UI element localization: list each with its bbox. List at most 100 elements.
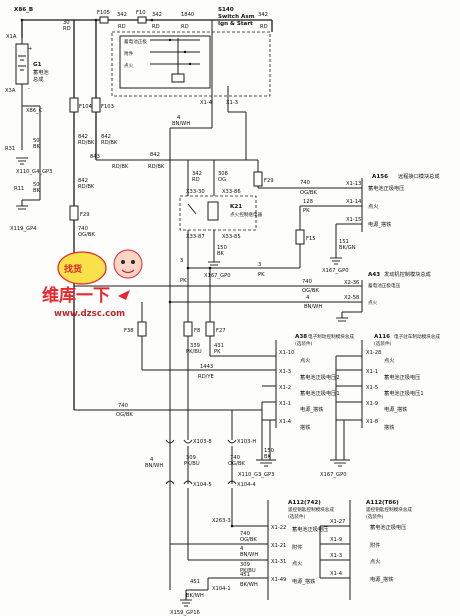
wire-color: RD xyxy=(63,26,71,32)
battery-x3a: X3A xyxy=(5,88,16,94)
a112-id: A112(742) xyxy=(288,500,321,506)
wire-num: 342 xyxy=(152,12,162,18)
battery-r30: R11 xyxy=(14,186,24,192)
fuse-f105: F105 xyxy=(97,10,110,16)
wire-color: OG/BK xyxy=(228,461,245,467)
conn-x104b: X104-5 xyxy=(193,482,212,488)
wire-color: RD/BK xyxy=(78,140,95,146)
a156-ground: X167_GP0 xyxy=(322,268,349,274)
wire-num: 342 xyxy=(192,171,202,177)
a38-pin: X1-10 xyxy=(279,350,294,356)
wire-color: RD/BK xyxy=(148,164,165,170)
a38-label: 搭铁 xyxy=(300,423,310,431)
wire-color: PK xyxy=(303,208,310,214)
wire-color: PK/BU xyxy=(186,349,202,355)
a43-pin1: X2-36 xyxy=(344,280,359,286)
a38-opt: (选装件) xyxy=(295,340,313,347)
a116-opt: (选装件) xyxy=(374,340,392,347)
left-fuse-columns: F104 F103 842 RD/BK 842 RD/BK 843 RD/BK … xyxy=(69,20,262,418)
wire-num: 740 xyxy=(78,226,88,232)
wire-num: 431 xyxy=(214,343,224,349)
a116-label: 电源_搭铁 xyxy=(384,405,407,413)
wire-color: BN/WH xyxy=(304,304,322,310)
fuse-f15: F15 xyxy=(306,236,316,242)
a112b-id: A112(T86) xyxy=(366,500,399,506)
a112b-label: 电源_搭铁 xyxy=(370,575,393,583)
wire-num: 740 xyxy=(118,403,128,409)
a116-pin: X1-9 xyxy=(366,401,378,407)
a112b-pin: X1-27 xyxy=(330,519,345,525)
a116-id: A116 xyxy=(374,334,390,340)
a156-name: 远程接口模块总成 xyxy=(398,172,440,180)
mascot-icon xyxy=(113,249,143,279)
a43-name: 发动机控制模块总成 xyxy=(384,270,431,278)
fuse-f104: F104 xyxy=(79,104,93,110)
a112-pin: X1-21 xyxy=(271,543,286,549)
conn-x263: X263-3 xyxy=(212,518,231,524)
wire-color: RD/YE xyxy=(198,374,214,380)
ground-x119: X119_GP4 xyxy=(10,226,37,232)
fuse-f38: F38 xyxy=(124,328,134,334)
wire-num: 151 xyxy=(339,239,349,245)
relay-label: 点火控制继电器 xyxy=(230,211,263,218)
wire-color: OG/BK xyxy=(240,537,257,543)
switch-line1: Switch Asm xyxy=(218,14,255,20)
wire-color: BK xyxy=(217,251,225,257)
wire-num: 150 xyxy=(264,448,274,454)
a156-pin2: X1-14 xyxy=(346,199,362,205)
wire-color: RD xyxy=(260,24,268,30)
wire-num: 342 xyxy=(117,12,127,18)
wire-num: 3 xyxy=(180,258,183,264)
wire-color: PK/BU xyxy=(184,461,200,467)
wire-num: 4 xyxy=(240,546,244,552)
a156-label1: 蓄电池正极电压 xyxy=(368,184,404,192)
a112b-module: A112(T86) 遥控钥匙控制模块总成 (选装件) X1-27 蓄电池正极电压… xyxy=(319,500,412,600)
wire-color: PK xyxy=(258,272,265,278)
battery-g1: X1A X3A G1 蓄电池 总成 + - X86_C R31 50 BK X1… xyxy=(5,34,52,232)
wire-color: BN/WH xyxy=(145,463,163,469)
switch-contact-accessory: 附件 xyxy=(124,50,134,57)
wire-num: 309 xyxy=(186,455,196,461)
switch-bnwh: BN/WH xyxy=(172,121,190,127)
wire-color: BK/GN xyxy=(339,245,356,251)
battery-bkb: BK xyxy=(33,188,41,194)
battery-w50: 50 xyxy=(33,138,40,144)
a112-label: 点火 xyxy=(292,560,302,567)
battery-x86c: X86_C xyxy=(26,108,43,114)
wire-color: RD xyxy=(192,177,200,183)
wire-color: BK xyxy=(264,454,272,460)
a112b-pin: X1-3 xyxy=(330,553,342,559)
wire-num: 1840 xyxy=(181,12,194,18)
wire-color: BK/WH xyxy=(186,593,204,599)
conn-x104-1: X104-1 xyxy=(212,586,231,592)
wire-color: RD xyxy=(118,24,126,30)
wire-color: OG/BK xyxy=(78,232,95,238)
a43-label2: 点火 xyxy=(368,300,378,306)
battery-label: 蓄电池 xyxy=(33,68,49,76)
a116-name: 电子驻车制动模块总成 xyxy=(394,333,440,340)
a156-id: A156 xyxy=(372,174,388,180)
wire-num: 4 xyxy=(150,457,154,463)
a112b-opt: (选装件) xyxy=(366,513,384,520)
switch-id: S140 xyxy=(218,7,234,13)
relay-id: K21 xyxy=(230,204,242,210)
wire-color: BN/WH xyxy=(240,552,258,558)
relay-pin-86: X33-86 xyxy=(222,189,241,195)
ground-x110: X110_G4_GP3 xyxy=(16,169,52,175)
ground-a38: X110_G3_GP3 xyxy=(238,472,274,478)
lower-fuses: F8 F27 F38 339 PK/BU 431 PK 1443 RD/YE xyxy=(124,266,276,428)
a156-pin1: X1-13 xyxy=(346,181,361,187)
a112b-label: 点火 xyxy=(370,558,380,565)
a38-name: 电子制动控制模块总成 xyxy=(308,333,354,340)
watermark: 找货 维库一下 www.dzsc.com xyxy=(42,249,143,319)
wire-color: OG/BK xyxy=(302,288,319,294)
fuse-f8: F8 xyxy=(194,328,200,334)
battery-r31: R31 xyxy=(5,146,15,152)
switch-pin-a: X1-4 xyxy=(200,100,213,106)
a38-label: 点火 xyxy=(300,357,310,364)
a156-label3: 电源_搭铁 xyxy=(368,220,391,228)
a112b-pin: X1-9 xyxy=(330,537,342,543)
wire-num: 740 xyxy=(302,279,312,285)
